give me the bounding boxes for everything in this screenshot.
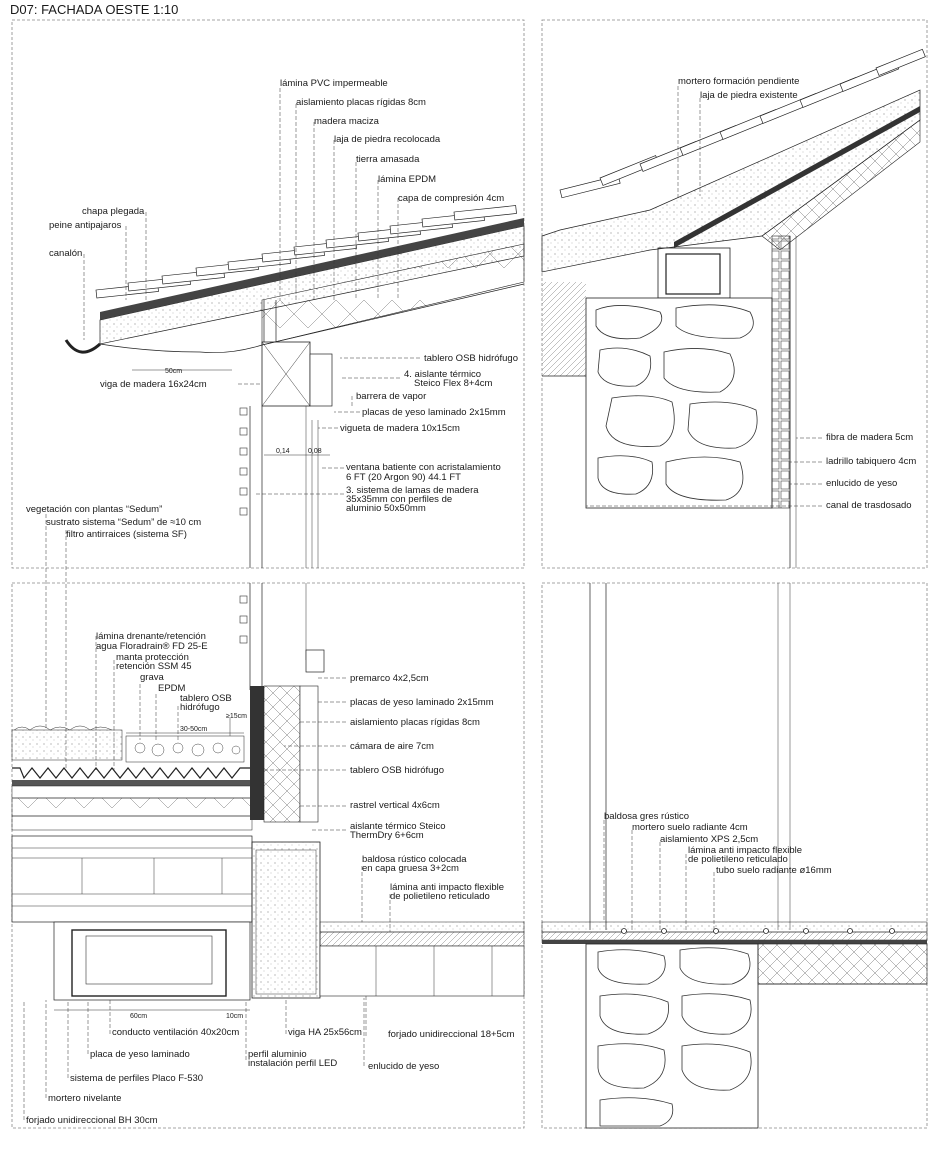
- label-madera-maciza: madera maciza: [314, 116, 380, 127]
- label-fibra-madera: fibra de madera 5cm: [826, 432, 913, 443]
- panel-top-left-frame: [11, 19, 525, 569]
- dim-60cm: 60cm: [130, 1013, 147, 1020]
- label-vegetacion-sedum: vegetación con plantas “Sedum”: [26, 504, 162, 515]
- label-viga-madera: viga de madera 16x24cm: [100, 379, 207, 390]
- label-ladrillo-tabiquero: ladrillo tabiquero 4cm: [826, 456, 916, 467]
- drawing-title: D07: FACHADA OESTE 1:10: [10, 2, 178, 17]
- roof-wall-junction-drawing: [541, 48, 926, 568]
- dim-10cm: 10cm: [226, 1013, 243, 1020]
- label-tierra-amasada: tierra amasada: [356, 154, 420, 165]
- dim-0-14: 0,14: [276, 448, 290, 455]
- label-sistema-perfiles-placo: sistema de perfiles Placo F-530: [70, 1073, 203, 1084]
- top-right-labels: mortero formación pendiente laja de pied…: [678, 76, 916, 511]
- roof-eave-section-drawing: 50cm 0,14 0,08: [64, 88, 525, 568]
- label-polietileno-br: de polietileno reticulado: [688, 854, 788, 865]
- label-sustrato-sedum: sustrato sistema “Sedum” de ≈10 cm: [46, 517, 201, 528]
- dim-30-50cm: 30-50cm: [180, 726, 207, 733]
- label-conducto-ventilacion: conducto ventilación 40x20cm: [112, 1027, 239, 1038]
- label-premarco: premarco 4x2,5cm: [350, 673, 429, 684]
- label-aislamiento-xps: aislamiento XPS 2,5cm: [660, 834, 758, 845]
- label-baldosa-gres: baldosa gres rústico: [604, 811, 689, 822]
- label-vigueta-madera: vigueta de madera 10x15cm: [340, 423, 460, 434]
- dim-50cm: 50cm: [165, 368, 182, 375]
- label-placas-yeso-bl: placas de yeso laminado 2x15mm: [350, 697, 494, 708]
- label-aislamiento-placas: aislamiento placas rígidas 8cm: [296, 97, 426, 108]
- label-peine-antipajaros: peine antipajaros: [49, 220, 122, 231]
- label-ventana-batiente: ventana batiente con acristalamiento: [346, 462, 501, 473]
- label-instalacion-led: instalación perfil LED: [248, 1058, 337, 1069]
- label-canal-trasdosado: canal de trasdosado: [826, 500, 912, 511]
- label-camara-aire: cámara de aire 7cm: [350, 741, 434, 752]
- label-polietileno-bl: de polietileno reticulado: [390, 891, 490, 902]
- label-lamas-perfiles: 35x35mm con perfiles de: [346, 494, 452, 505]
- label-filtro-antirraices: filtro antirraices (sistema SF): [66, 529, 187, 540]
- label-lamina-drenante: lámina drenante/retención: [96, 631, 206, 642]
- label-grava: grava: [140, 672, 164, 683]
- label-mortero-suelo-radiante: mortero suelo radiante 4cm: [632, 822, 748, 833]
- label-lamina-anti-impacto-br: lámina anti impacto flexible: [688, 845, 802, 856]
- label-tubo-suelo-radiante: tubo suelo radiante ø16mm: [716, 865, 832, 876]
- label-lamina-anti-impacto-bl: lámina anti impacto flexible: [390, 882, 504, 893]
- label-lamina-epdm: lámina EPDM: [378, 174, 436, 185]
- label-lamina-pvc: lámina PVC impermeable: [280, 78, 388, 89]
- label-chapa-plegada: chapa plegada: [82, 206, 145, 217]
- label-aluminio-perfiles: aluminio 50x50mm: [346, 503, 426, 514]
- label-steico-flex: Steico Flex 8+4cm: [414, 378, 492, 389]
- label-baldosa-rustico: baldosa rústico colocada: [362, 854, 467, 865]
- label-placas-yeso: placas de yeso laminado 2x15mm: [362, 407, 506, 418]
- label-tablero-osb-bl: tablero OSB: [180, 693, 232, 704]
- label-forjado-bh: forjado unidireccional BH 30cm: [26, 1115, 158, 1126]
- bottom-left-labels: vegetación con plantas “Sedum” sustrato …: [26, 504, 515, 1126]
- label-capa-gruesa: en capa gruesa 3+2cm: [362, 863, 459, 874]
- label-epdm: EPDM: [158, 683, 186, 694]
- label-tablero-osb-hidrofugo: tablero OSB hidrófugo: [350, 765, 444, 776]
- label-tablero-osb: tablero OSB hidrófugo: [424, 353, 518, 364]
- label-aislante-termico-4: 4. aislante térmico: [404, 369, 481, 380]
- label-perfil-aluminio: perfil aluminio: [248, 1049, 307, 1060]
- dim-0-08: 0,08: [308, 448, 322, 455]
- dim-15cm: ≥15cm: [226, 713, 247, 720]
- label-capa-compresion: capa de compresión 4cm: [398, 193, 504, 204]
- label-mortero-nivelante: mortero nivelante: [48, 1093, 121, 1104]
- top-left-labels: lámina PVC impermeable aislamiento placa…: [49, 78, 518, 514]
- green-roof-floor-section-drawing: ≥15cm 30-50cm 60cm 10cm: [11, 514, 525, 1120]
- label-laja-existente: laja de piedra existente: [700, 90, 798, 101]
- label-thermdry: ThermDry 6+6cm: [350, 830, 424, 841]
- label-viga-ha: viga HA 25x56cm: [288, 1027, 362, 1038]
- label-placa-yeso-laminado: placa de yeso laminado: [90, 1049, 190, 1060]
- label-hidrofugo-bl: hidrófugo: [180, 702, 220, 713]
- label-aislamiento-rigidas-bl: aislamiento placas rígidas 8cm: [350, 717, 480, 728]
- label-barrera-vapor: barrera de vapor: [356, 391, 426, 402]
- label-retencion-ssm: retención SSM 45: [116, 661, 192, 672]
- radiant-floor-section-drawing: [541, 583, 928, 1129]
- label-rastrel-vertical: rastrel vertical 4x6cm: [350, 800, 440, 811]
- label-manta-proteccion: manta protección: [116, 652, 189, 663]
- label-enlucido-yeso-bl: enlucido de yeso: [368, 1061, 439, 1072]
- label-forjado-unidireccional: forjado unidireccional 18+5cm: [388, 1029, 515, 1040]
- label-aislante-steico: aislante térmico Steico: [350, 821, 446, 832]
- label-ventana-acristalamiento: 6 FT (20 Argon 90) 44.1 FT: [346, 472, 461, 483]
- label-sistema-lamas: 3. sistema de lamas de madera: [346, 485, 479, 496]
- label-enlucido-yeso-tr: enlucido de yeso: [826, 478, 897, 489]
- bottom-right-labels: baldosa gres rústico mortero suelo radia…: [604, 811, 832, 876]
- label-floradrain: agua Floradrain® FD 25-E: [96, 641, 208, 652]
- label-canalon: canalón: [49, 248, 82, 259]
- label-mortero-pendiente: mortero formación pendiente: [678, 76, 799, 87]
- label-laja-recolocada: laja de piedra recolocada: [334, 134, 441, 145]
